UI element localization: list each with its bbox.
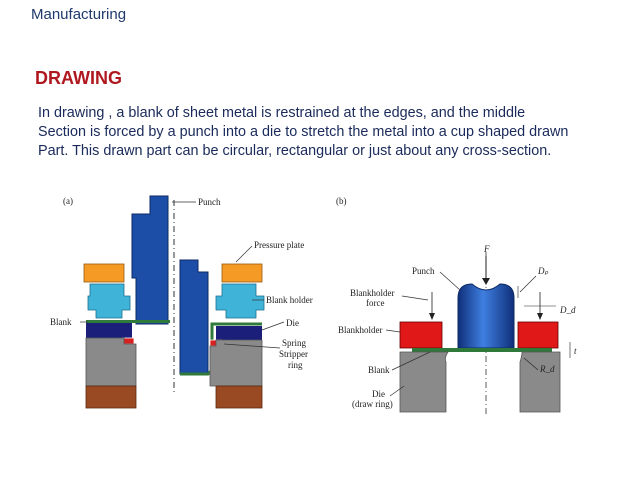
punch-b	[457, 283, 515, 349]
description-line: In drawing , a blank of sheet metal is r…	[38, 105, 526, 121]
section-title: DRAWING	[35, 68, 122, 88]
dd-label: D_d	[559, 305, 576, 315]
figure-a-tag: (a)	[63, 196, 73, 206]
bh-force-arrowhead-left	[429, 313, 435, 320]
rd-label: R_d	[539, 364, 555, 374]
die-b-label-2: (draw ring)	[352, 399, 393, 409]
die-block-left	[85, 337, 137, 387]
rd-leader	[523, 357, 539, 371]
dp-leader	[519, 275, 537, 293]
blank-holder-label: Blank holder	[266, 295, 313, 305]
die-ring-right	[216, 326, 262, 340]
stripper-label: Stripper	[279, 349, 308, 359]
description-paragraph: In drawing , a blank of sheet metal is r…	[38, 104, 633, 161]
blank-b-leader	[391, 351, 431, 371]
die-b-label-1: Die	[372, 389, 385, 399]
die-ring-left	[86, 322, 132, 338]
blankholder-left	[399, 321, 443, 349]
base-left	[85, 385, 137, 409]
punch-b-leader	[439, 271, 461, 291]
punch-b-label: Punch	[412, 266, 435, 276]
blank-label: Blank	[50, 317, 72, 327]
figure-a: (a)	[50, 195, 313, 409]
blankholder-leader	[385, 329, 401, 333]
page-header-title: Manufacturing	[31, 6, 127, 23]
blank-holder-left	[87, 283, 131, 319]
die-b-leader	[389, 385, 405, 397]
pressure-plate-leader	[235, 245, 253, 263]
bh-force-arrowhead-right	[537, 313, 543, 320]
bh-force-leader	[401, 295, 429, 301]
force-arrowhead	[482, 278, 490, 285]
pressure-plate-left	[83, 263, 125, 283]
blank-holder-right	[215, 283, 265, 319]
die-label: Die	[286, 318, 299, 328]
blank-sheet-left	[86, 320, 170, 323]
t-label: t	[574, 346, 577, 356]
base-right	[215, 385, 263, 409]
pressure-plate-label: Pressure plate	[254, 240, 304, 250]
bh-force-label-1: Blankholder	[350, 288, 395, 298]
die-leader	[261, 321, 285, 331]
blankholder-right	[517, 321, 559, 349]
die-left	[399, 351, 449, 413]
figure-b: (b) F Dₚ D_d t R_d	[336, 196, 577, 414]
spring-label: Spring	[282, 338, 307, 348]
spring-leader	[223, 343, 281, 349]
ring-label: ring	[288, 360, 303, 370]
force-label: F	[483, 244, 490, 254]
punch-right	[179, 259, 209, 375]
description-line: Section is forced by a punch into a die …	[38, 124, 569, 140]
blank-sheet-b	[412, 348, 552, 352]
blank-b-label: Blank	[368, 365, 390, 375]
figure-b-tag: (b)	[336, 196, 347, 206]
punch-label: Punch	[198, 197, 221, 207]
die-right	[519, 351, 561, 413]
description-line: Part. This drawn part can be circular, r…	[38, 143, 552, 159]
dp-label: Dₚ	[537, 266, 548, 276]
bh-force-label-2: force	[366, 298, 384, 308]
pressure-plate-right	[221, 263, 263, 283]
punch-left	[131, 195, 169, 325]
die-block-right	[209, 339, 263, 387]
blankholder-label: Blankholder	[338, 325, 383, 335]
